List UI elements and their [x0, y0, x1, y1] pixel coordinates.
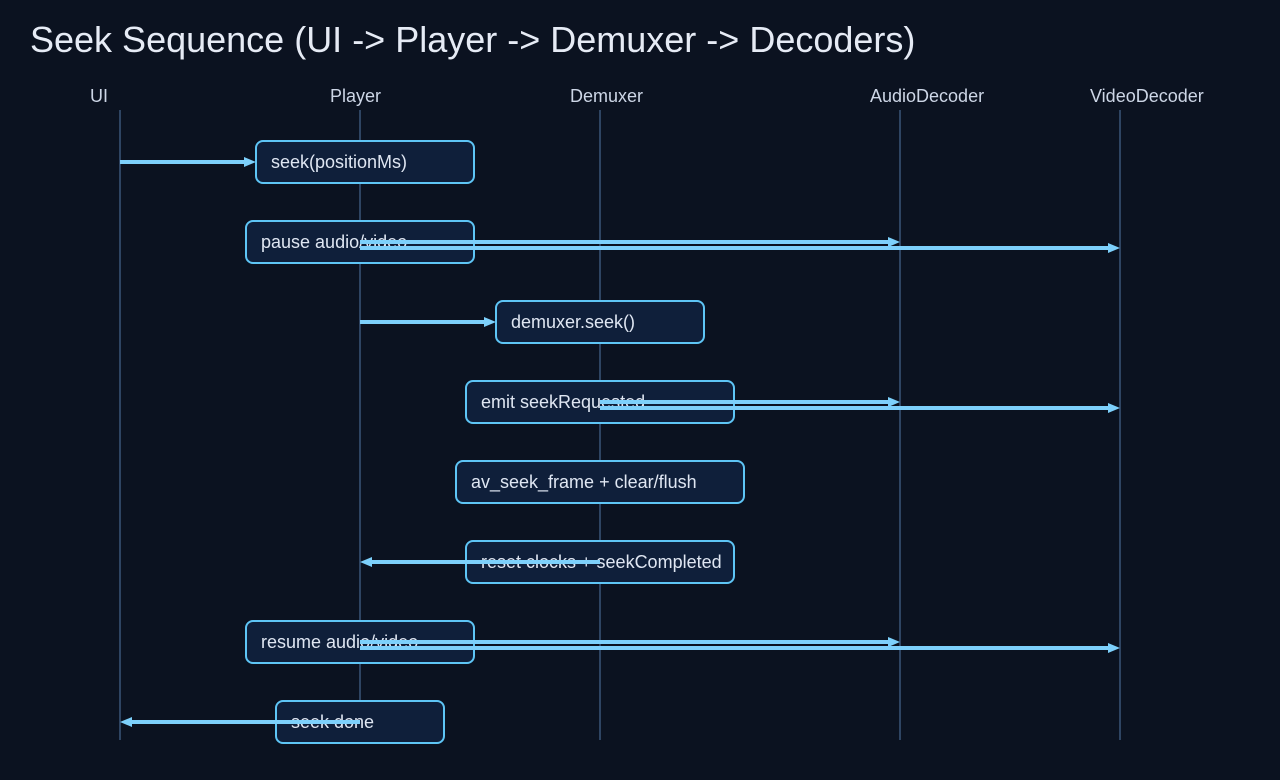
- arrow-player-to-audio: [360, 237, 900, 247]
- participant-label-player: Player: [330, 86, 382, 106]
- participant-label-demuxer: Demuxer: [570, 86, 644, 106]
- message-label: seek(positionMs): [271, 152, 407, 172]
- message-label: reset clocks + seekCompleted: [481, 552, 722, 572]
- arrow-demuxer-to-player: [360, 557, 600, 567]
- arrow-player-to-demuxer: [360, 317, 496, 327]
- arrow-demuxer-to-video: [600, 403, 1120, 413]
- participant-label-audio: AudioDecoder: [870, 86, 985, 106]
- arrow-ui-to-player: [120, 157, 256, 167]
- message-label: demuxer.seek(): [511, 312, 635, 332]
- message-1: seek(positionMs): [255, 140, 475, 184]
- message-box: [455, 460, 745, 504]
- participant-label-ui: UI: [90, 86, 108, 106]
- arrow-player-to-ui: [120, 717, 360, 727]
- arrow-demuxer-to-audio: [600, 397, 900, 407]
- message-3: demuxer.seek(): [495, 300, 705, 344]
- message-5: av_seek_frame + clear/flush: [455, 460, 745, 504]
- diagram-title: Seek Sequence (UI -> Player -> Demuxer -…: [30, 19, 916, 60]
- message-label: av_seek_frame + clear/flush: [471, 472, 697, 493]
- arrow-player-to-video: [360, 643, 1120, 653]
- arrow-player-to-video: [360, 243, 1120, 253]
- arrow-layer: [120, 157, 1120, 727]
- arrow-player-to-audio: [360, 637, 900, 647]
- participant-label-video: VideoDecoder: [1090, 86, 1204, 106]
